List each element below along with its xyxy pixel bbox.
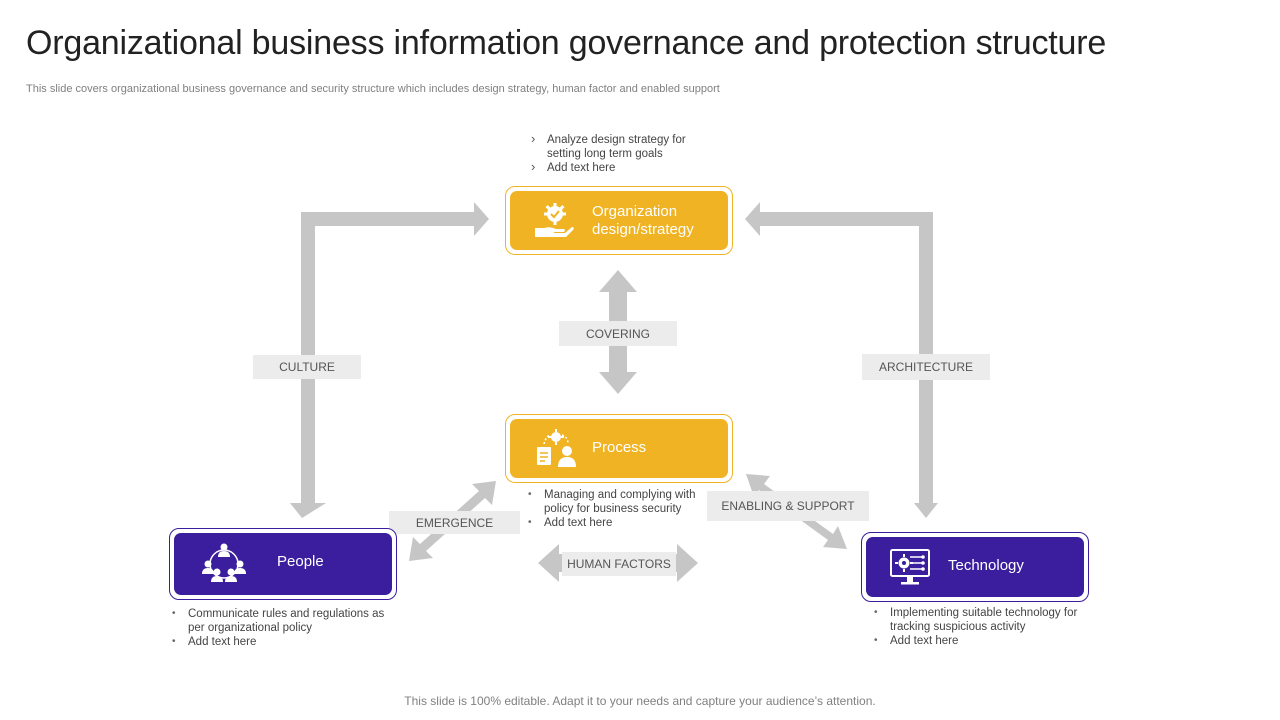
technology-node: Technology bbox=[861, 532, 1089, 602]
process-notes: Managing and complying with policy for b… bbox=[526, 488, 716, 530]
monitor-gear-icon bbox=[888, 545, 932, 589]
list-item: Add text here bbox=[526, 516, 716, 530]
culture-arrow bbox=[290, 202, 489, 518]
people-notes: Communicate rules and regulations as per… bbox=[170, 607, 390, 649]
people-network-icon bbox=[202, 542, 246, 586]
list-item: Analyze design strategy for setting long… bbox=[529, 132, 719, 161]
technology-label: Technology bbox=[948, 557, 1024, 574]
human-factors-label: HUMAN FACTORS bbox=[562, 552, 676, 576]
culture-label: CULTURE bbox=[253, 355, 361, 379]
list-item: Add text here bbox=[529, 160, 719, 175]
architecture-label: ARCHITECTURE bbox=[862, 354, 990, 380]
process-label: Process bbox=[592, 439, 647, 456]
organization-node: Organization design/strategy bbox=[505, 186, 733, 255]
technology-notes: Implementing suitable technology for tra… bbox=[872, 606, 1094, 648]
emergence-label: EMERGENCE bbox=[389, 511, 520, 534]
list-item: Implementing suitable technology for tra… bbox=[872, 606, 1094, 634]
page-subtitle: This slide covers organizational busines… bbox=[26, 83, 720, 95]
list-item: Add text here bbox=[872, 634, 1094, 648]
list-item: Managing and complying with policy for b… bbox=[526, 488, 716, 516]
enabling-support-label: ENABLING & SUPPORT bbox=[707, 491, 869, 521]
people-label: People bbox=[277, 553, 324, 570]
gear-hand-icon bbox=[532, 202, 576, 240]
organization-label-line1: Organization bbox=[592, 203, 678, 220]
list-item: Add text here bbox=[170, 635, 390, 649]
covering-label: COVERING bbox=[559, 321, 677, 346]
footer-note: This slide is 100% editable. Adapt it to… bbox=[404, 694, 876, 708]
people-node: People bbox=[169, 528, 397, 600]
page-title: Organizational business information gove… bbox=[26, 24, 1107, 62]
process-node: Process bbox=[505, 414, 733, 483]
organization-notes: Analyze design strategy for setting long… bbox=[529, 132, 719, 175]
process-person-icon bbox=[534, 427, 578, 471]
organization-label-line2: design/strategy bbox=[592, 221, 694, 238]
list-item: Communicate rules and regulations as per… bbox=[170, 607, 390, 635]
